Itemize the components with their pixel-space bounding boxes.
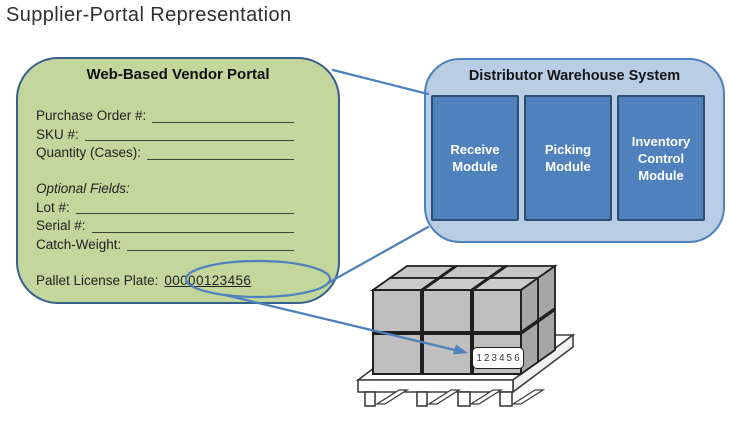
field-blank-line	[84, 139, 294, 141]
pallet-license-plate-sticker: 123456	[472, 347, 524, 369]
field-serial: Serial #:	[36, 217, 294, 236]
field-purchase-order: Purchase Order #:	[36, 107, 294, 126]
warehouse-system-title: Distributor Warehouse System	[468, 68, 681, 84]
page-title: Supplier-Portal Representation	[6, 4, 292, 26]
pallet-stringer	[374, 389, 410, 405]
warehouse-system-box: Distributor Warehouse System Receive Mod…	[424, 58, 725, 243]
optional-fields-heading: Optional Fields:	[36, 181, 130, 196]
carton-sides	[520, 264, 556, 376]
module-picking: Picking Module	[524, 95, 612, 221]
field-blank-line	[91, 231, 294, 233]
carton-tops-front	[370, 277, 541, 291]
vendor-portal-main-fields: Purchase Order #: SKU #: Quantity (Cases…	[36, 107, 294, 163]
field-blank-line	[147, 158, 294, 160]
connector-line-top	[331, 68, 430, 96]
pallet-illustration	[355, 264, 576, 407]
field-label: Purchase Order #:	[36, 108, 147, 123]
field-lot: Lot #:	[36, 199, 294, 218]
field-blank-line	[127, 249, 294, 251]
license-plate-label: Pallet License Plate:	[36, 273, 159, 288]
pallet-leg	[499, 391, 513, 407]
field-quantity-cases: Quantity (Cases):	[36, 144, 294, 163]
pallet-stringer	[426, 389, 462, 405]
pallet-stringer	[468, 389, 504, 405]
vendor-portal-box: Web-Based Vendor Portal Purchase Order #…	[16, 57, 340, 304]
field-blank-line	[152, 121, 294, 123]
field-catch-weight: Catch-Weight:	[36, 236, 294, 255]
connector-line-bottom	[326, 225, 430, 285]
module-inventory-control: Inventory Control Module	[617, 95, 705, 221]
pallet-leg	[457, 391, 471, 407]
field-label: SKU #:	[36, 126, 79, 142]
pallet-deck-front	[357, 379, 514, 393]
vendor-portal-title: Web-Based Vendor Portal	[86, 66, 270, 83]
pallet-stringer	[510, 389, 546, 405]
pallet-leg	[364, 391, 376, 407]
field-label: Lot #:	[36, 199, 70, 215]
field-sku: SKU #:	[36, 126, 294, 145]
warehouse-modules: Receive Module Picking Module Inventory …	[431, 95, 705, 221]
field-blank-line	[75, 212, 294, 214]
pallet-deck-top	[355, 334, 576, 381]
vendor-portal-optional-fields: Optional Fields: Lot #: Serial #: Catch-…	[36, 180, 294, 254]
field-label: Catch-Weight:	[36, 236, 122, 252]
module-receive: Receive Module	[431, 95, 519, 221]
field-label: Serial #:	[36, 218, 86, 233]
pallet-license-plate-row: Pallet License Plate: 00000123456	[36, 272, 314, 291]
field-label: Quantity (Cases):	[36, 145, 142, 160]
carton-tops-back	[387, 265, 558, 279]
pallet-leg	[416, 391, 428, 407]
license-plate-value: 00000123456	[164, 273, 252, 288]
